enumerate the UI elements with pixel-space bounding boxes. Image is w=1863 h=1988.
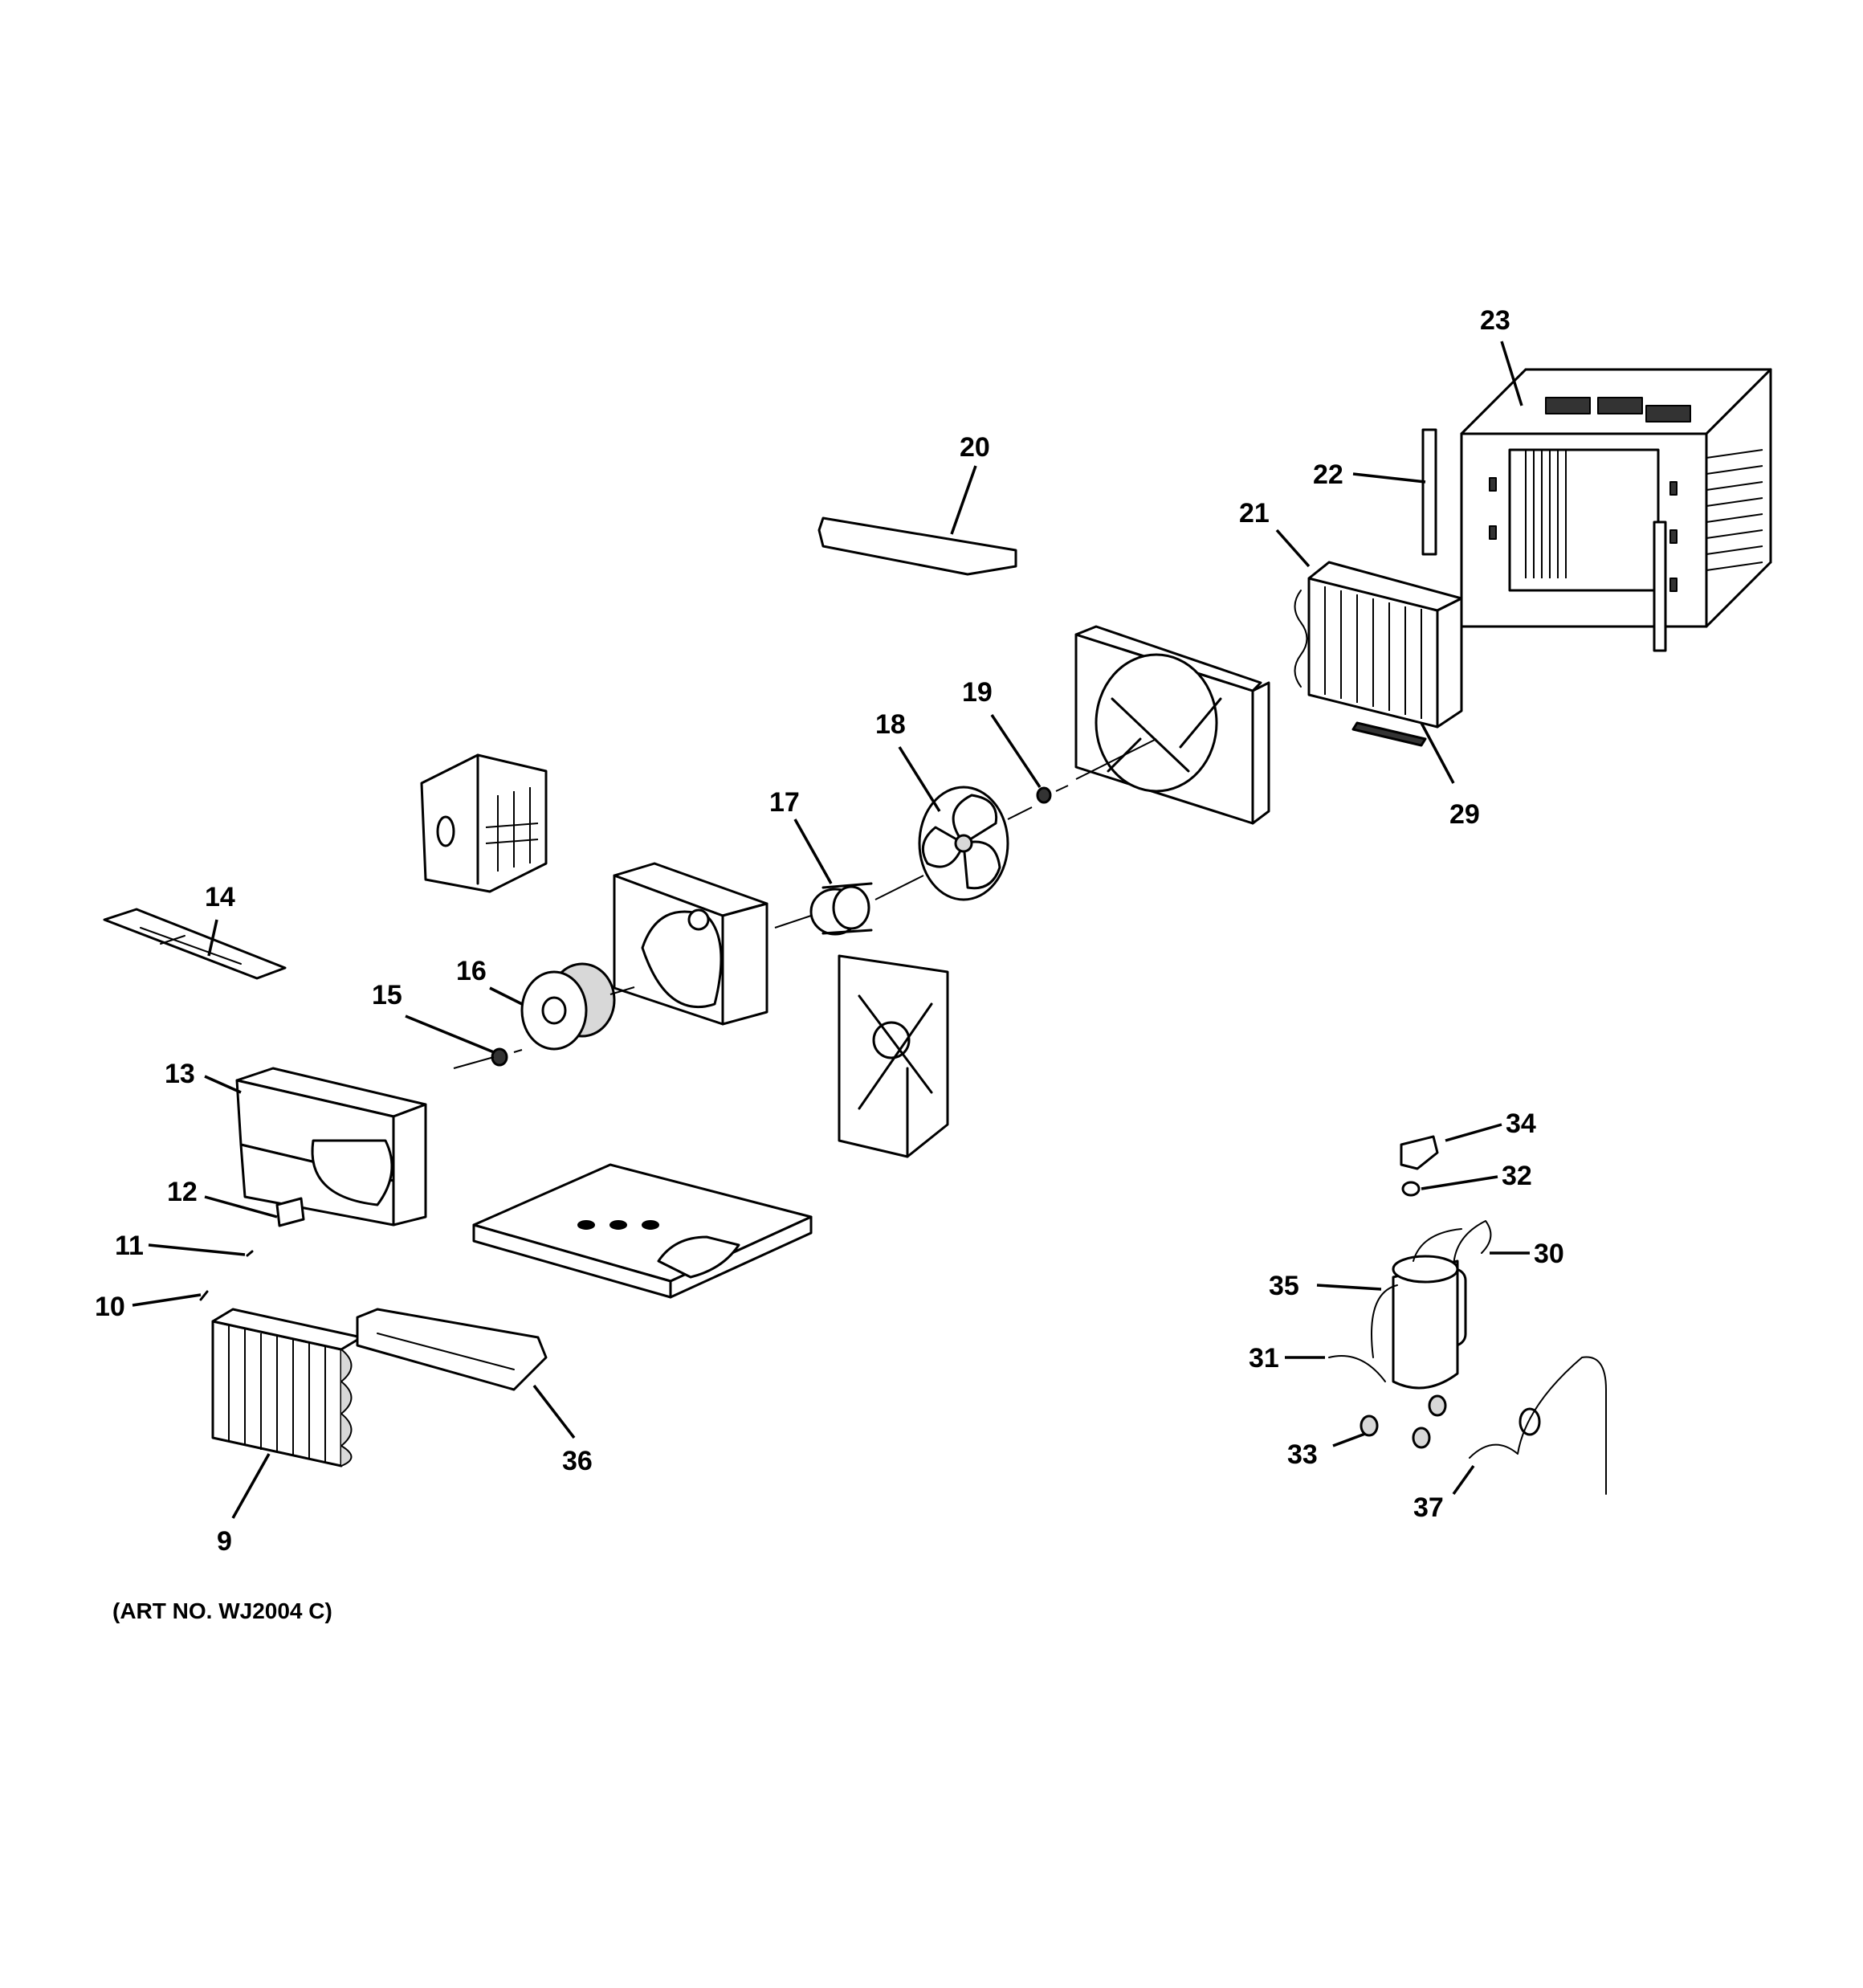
part-37-overload-wire xyxy=(1469,1356,1607,1495)
part-11-clip xyxy=(246,1250,254,1257)
callout-34: 34 xyxy=(1506,1108,1536,1139)
part-21-condenser-coil xyxy=(1294,561,1463,729)
part-22-seal-strip xyxy=(1421,428,1437,556)
callout-37: 37 xyxy=(1413,1492,1444,1523)
callout-23: 23 xyxy=(1480,305,1510,336)
back-bracket xyxy=(420,753,548,893)
part-17-motor xyxy=(809,882,873,936)
callout-30: 30 xyxy=(1534,1239,1564,1269)
callout-19: 19 xyxy=(962,677,993,708)
part-32-grommet xyxy=(1401,1181,1421,1197)
callout-11: 11 xyxy=(115,1231,144,1261)
callout-18: 18 xyxy=(875,709,906,740)
part-10-clip xyxy=(199,1290,209,1301)
part-15-nut xyxy=(491,1047,508,1067)
callout-22: 22 xyxy=(1313,459,1343,490)
part-29-drain-strip xyxy=(1351,721,1427,747)
assembly-axis-lines xyxy=(453,738,1157,1069)
callout-35: 35 xyxy=(1269,1271,1299,1301)
part-13-front-housing xyxy=(235,1067,427,1227)
callout-32: 32 xyxy=(1502,1161,1532,1191)
callout-13: 13 xyxy=(165,1059,195,1089)
callout-9: 9 xyxy=(217,1526,232,1557)
base-pan xyxy=(472,1163,813,1299)
part-20-top-panel xyxy=(817,516,1017,576)
part-16-blower-wheel xyxy=(520,962,616,1051)
blower-housing xyxy=(613,862,768,1026)
part-33-grommets xyxy=(1360,1394,1447,1449)
callout-16: 16 xyxy=(456,956,487,986)
callout-12: 12 xyxy=(167,1177,198,1207)
callout-15: 15 xyxy=(372,980,402,1010)
callout-labels: 23 22 21 20 29 19 18 17 14 16 15 13 12 1… xyxy=(95,305,1564,1557)
callout-36: 36 xyxy=(562,1446,593,1476)
callout-31: 31 xyxy=(1249,1343,1279,1374)
art-number-caption: (ART NO. WJ2004 C) xyxy=(112,1598,332,1623)
part-31-tube xyxy=(1328,1355,1386,1382)
callout-20: 20 xyxy=(960,432,990,463)
callout-33: 33 xyxy=(1287,1439,1318,1470)
part-12-bracket xyxy=(275,1197,305,1227)
part-34-cover xyxy=(1400,1135,1439,1170)
part-18-fan-blade xyxy=(918,786,1009,901)
callout-21: 21 xyxy=(1239,498,1270,529)
callout-29: 29 xyxy=(1449,799,1480,830)
part-9-evaporator-coil xyxy=(211,1308,363,1468)
fan-shroud xyxy=(1074,625,1270,825)
callout-10: 10 xyxy=(95,1292,125,1322)
part-23-outer-cabinet xyxy=(1460,368,1772,652)
control-plate xyxy=(838,954,949,1158)
part-35-compressor xyxy=(1371,1228,1462,1390)
part-19-nut xyxy=(1036,786,1052,804)
part-36-drain-tray xyxy=(356,1308,548,1391)
callout-17: 17 xyxy=(769,787,800,818)
callout-14: 14 xyxy=(205,882,235,912)
leader-lines xyxy=(132,341,1530,1519)
part-14-cover-plate xyxy=(103,908,287,980)
